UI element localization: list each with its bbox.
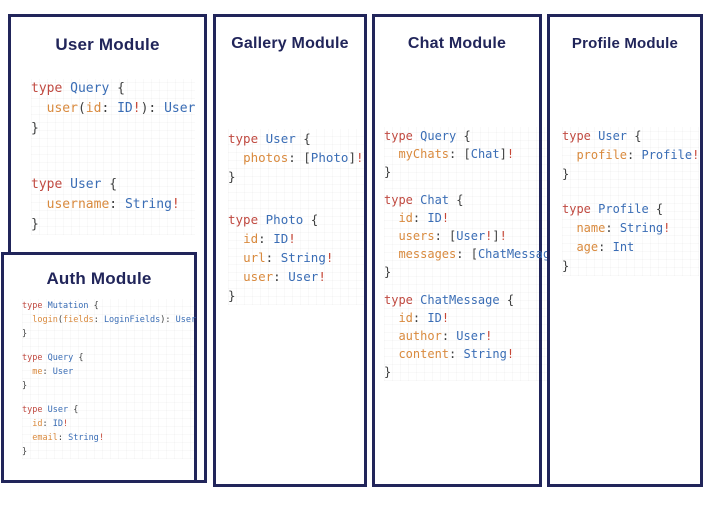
profile-module-code: type User { profile: Profile!}type Profi… — [562, 127, 700, 276]
auth-module-code: type Mutation { login(fields: LoginField… — [22, 299, 197, 459]
panel-gallery-module: Gallery Module type User { photos: [Phot… — [213, 14, 367, 487]
profile-module-title: Profile Module — [571, 35, 679, 52]
panel-chat-module: Chat Module type Query { myChats: [Chat]… — [372, 14, 572, 487]
panel-auth-module: Auth Module type Mutation { login(fields… — [1, 252, 197, 483]
panel-user-module: User Module type Query { user(id: ID!): … — [1, 14, 207, 483]
gallery-module-title: Gallery Module — [231, 35, 349, 52]
auth-module-title: Auth Module — [46, 269, 152, 288]
user-module-code: type Query { user(id: ID!): User}type Us… — [31, 79, 196, 235]
chat-module-code: type Query { myChats: [Chat]!}type Chat … — [384, 127, 572, 381]
panel-profile-module: Profile Module type User { profile: Prof… — [547, 14, 703, 487]
gallery-module-code: type User { photos: [Photo]!}type Photo … — [228, 129, 364, 305]
chat-module-title: Chat Module — [407, 35, 507, 52]
user-module-title: User Module — [55, 35, 160, 54]
